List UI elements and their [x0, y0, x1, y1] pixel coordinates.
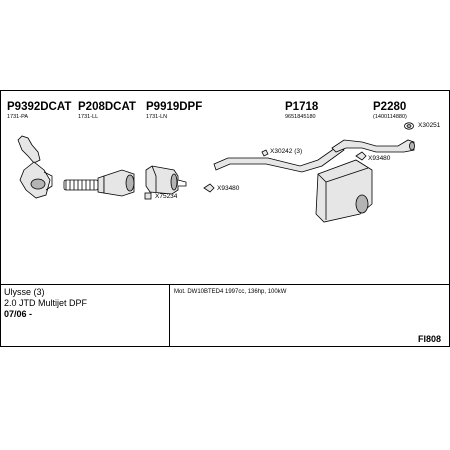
- clamp-x30242-icon: [261, 149, 269, 157]
- oem-number-1731-ll: 1731-LL: [78, 114, 99, 120]
- part-p208dcat-drawing: [63, 169, 135, 197]
- diagram-border: [0, 90, 450, 347]
- part-number-p1718[interactable]: P1718: [285, 101, 319, 113]
- gasket-x75234-icon: [144, 192, 152, 200]
- part-p2280-drawing: [331, 139, 415, 153]
- engine-spec: Mot. DW10BTED4 1997cc, 136hp, 100kW: [174, 289, 287, 295]
- part-p9392dcat-drawing: [17, 135, 53, 199]
- part-number-p2280[interactable]: P2280: [373, 101, 407, 113]
- part-number-p9919dpf[interactable]: P9919DPF: [146, 101, 203, 113]
- oem-number-1731-ln: 1731-LN: [146, 114, 168, 120]
- part-number-p208dcat[interactable]: P208DCAT: [78, 101, 136, 113]
- accessory-label-x75234[interactable]: X75234: [155, 193, 178, 200]
- part-p1718-drawing: [213, 145, 373, 223]
- diagram-code: FI808: [418, 334, 442, 344]
- oem-number-1731-pa: 1731-PA: [7, 114, 28, 120]
- accessory-label-x93480-mid[interactable]: X93480: [217, 185, 240, 192]
- accessory-label-x30242[interactable]: X30242 (3): [270, 148, 303, 155]
- part-p9919dpf-drawing: [145, 165, 187, 195]
- oem-number-1400114880: (1400114880): [373, 114, 407, 120]
- clamp-x30251-icon: [404, 122, 414, 130]
- rubber-mount-x93480-right-icon: [355, 151, 367, 161]
- vehicle-model: Ulysse (3): [4, 287, 45, 297]
- oem-number-9651845180: 9651845180: [285, 114, 316, 120]
- accessory-label-x93480-right[interactable]: X93480: [368, 155, 391, 162]
- rubber-mount-x93480-mid-icon: [203, 183, 215, 193]
- vehicle-engine: 2.0 JTD Multijet DPF: [4, 298, 88, 308]
- vehicle-date: 07/06 -: [4, 309, 33, 319]
- part-number-p9392dcat[interactable]: P9392DCAT: [7, 101, 72, 113]
- accessory-label-x30251[interactable]: X30251: [418, 122, 441, 129]
